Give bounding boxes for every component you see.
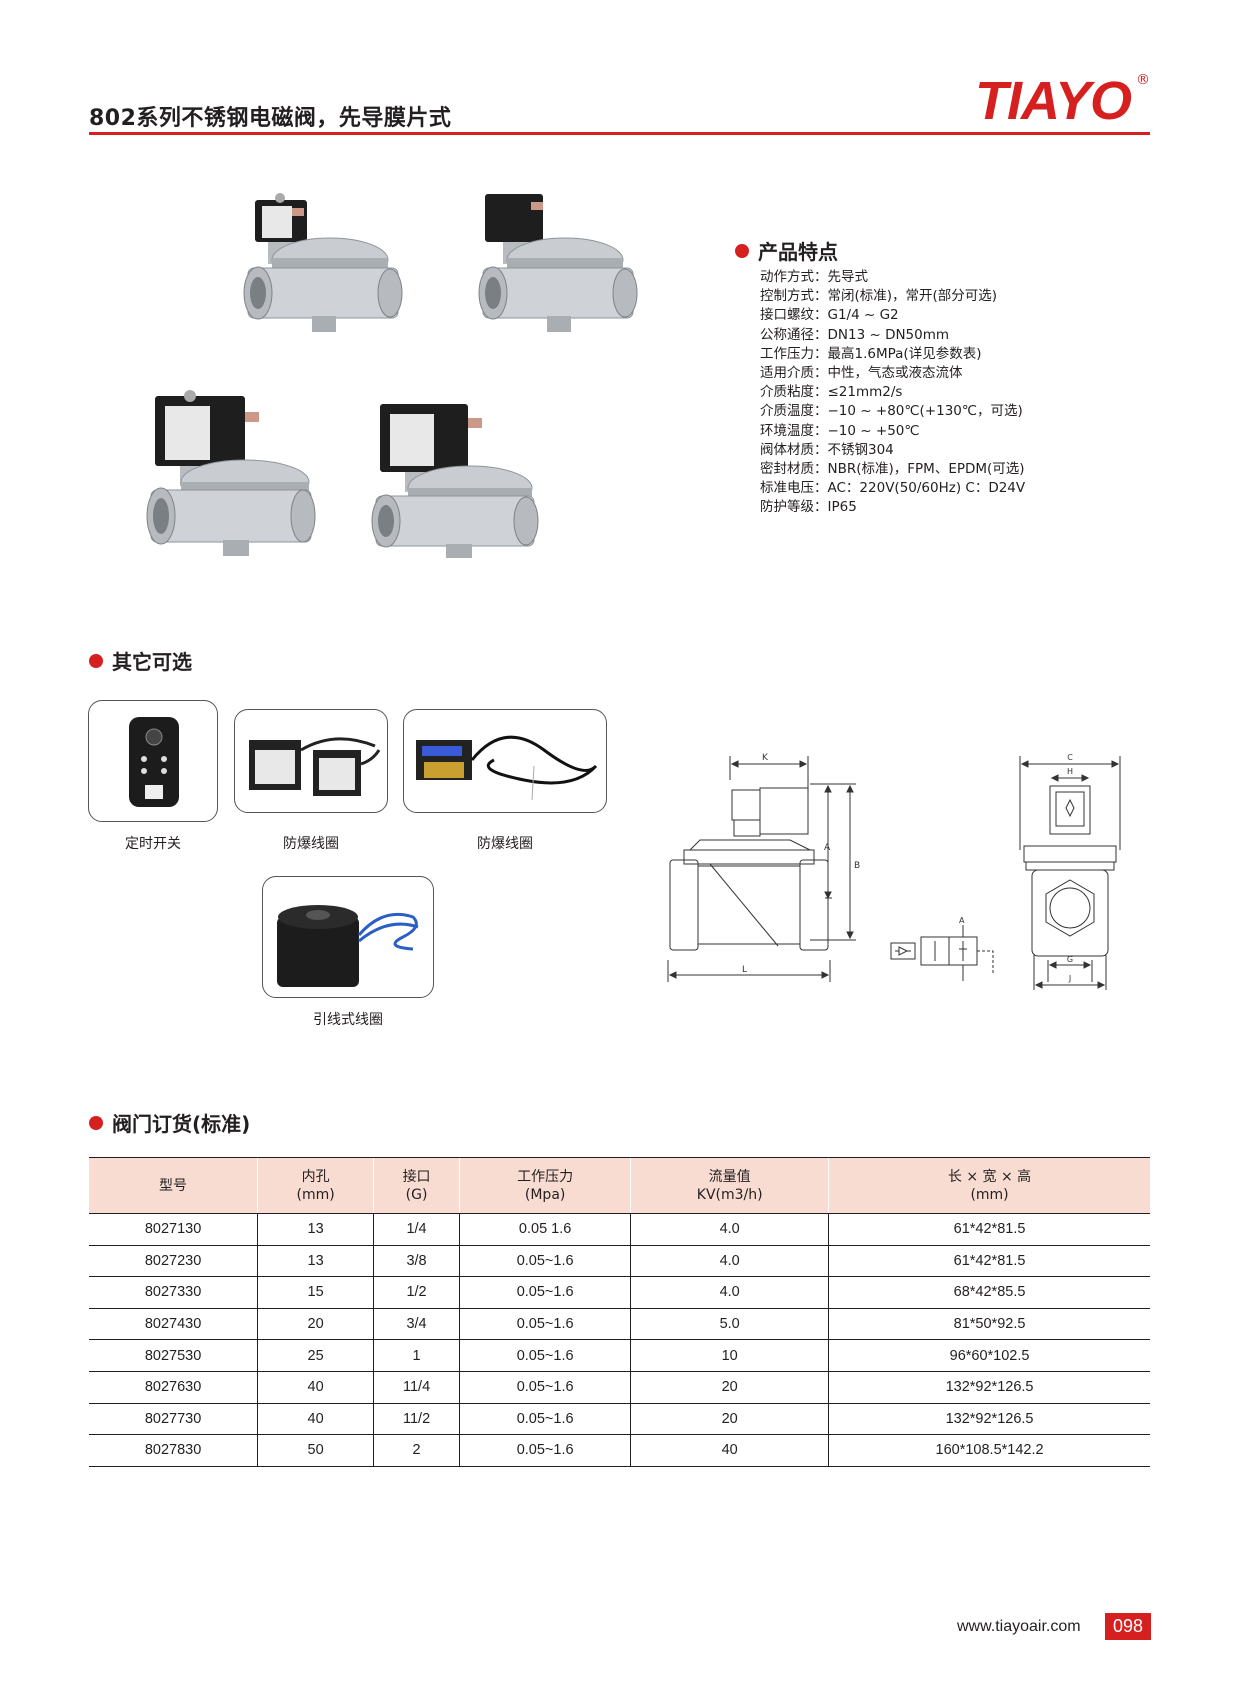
- valve-photo-2: [478, 194, 638, 332]
- page-title: 802系列不锈钢电磁阀，先导膜片式: [89, 106, 452, 131]
- feature-item: 阀体材质：不锈钢304: [760, 441, 894, 458]
- valve-photo-1: [243, 193, 403, 332]
- feature-item: 动作方式：先导式: [760, 269, 868, 285]
- feature-item: 防护等级：IP65: [760, 499, 857, 516]
- dim-label-k: K: [762, 753, 769, 763]
- lead-wire-coil-icon: [277, 905, 419, 987]
- option-timer-switch: [88, 700, 218, 822]
- explosion-proof-coil-icon: [249, 737, 381, 796]
- feature-item: 控制方式：常闭(标准)，常开(部分可选): [760, 288, 998, 305]
- feature-item: 接口螺纹：G1/4 ~ G2: [760, 307, 899, 324]
- option-label: 引线式线圈: [313, 1012, 383, 1028]
- dim-label-h: H: [1067, 767, 1073, 776]
- footer-website-link[interactable]: www.tiayoair.com: [957, 1618, 1081, 1635]
- dim-label-a: A: [824, 843, 831, 853]
- option-label: 定时开关: [125, 836, 181, 852]
- page-number-badge: 098: [1105, 1613, 1151, 1640]
- dimension-diagram-side: K A B L: [667, 753, 860, 982]
- bullet-dot-icon: [735, 243, 749, 258]
- valve-photo-4: [371, 404, 539, 558]
- timer-switch-icon: [129, 717, 179, 807]
- col-header: 工作压力(Mpa): [458, 1157, 631, 1214]
- explosion-proof-coil-icon: [416, 735, 598, 801]
- feature-item: 标准电压：AC：220V(50/60Hz) C：D24V: [760, 480, 1026, 497]
- col-header: 长 × 宽 × 高(mm): [828, 1157, 1150, 1214]
- valve-symbol-diagram: A: [890, 916, 994, 981]
- dim-label-c: C: [1067, 753, 1073, 762]
- feature-item: 环境温度：−10 ~ +50℃: [760, 422, 920, 439]
- option-lead-wire-coil: [262, 876, 434, 998]
- registered-mark: ®: [1136, 72, 1150, 88]
- feature-item: 密封材质：NBR(标准)，FPM、EPDM(可选): [760, 461, 1025, 478]
- symbol-label-a: A: [959, 916, 965, 925]
- col-header: 内孔(mm): [257, 1157, 374, 1214]
- options-heading: 其它可选: [89, 646, 192, 675]
- col-header: 接口(G): [373, 1157, 460, 1214]
- dim-label-j: J: [1068, 974, 1071, 983]
- col-header: 型号: [89, 1157, 258, 1214]
- bullet-dot-icon: [89, 653, 103, 668]
- feature-item: 工作压力：最高1.6MPa(详见参数表): [760, 345, 982, 362]
- dimension-diagram-front: C H G J: [1019, 753, 1121, 990]
- dim-label-g: G: [1067, 955, 1073, 964]
- option-label: 防爆线圈: [477, 836, 533, 852]
- bullet-dot-icon: [89, 1115, 103, 1130]
- dim-label-l: L: [742, 965, 747, 975]
- dim-label-b: B: [854, 861, 860, 871]
- brand-logo: TIAYO: [975, 71, 1132, 131]
- option-explosion-proof-coil-2: [403, 709, 607, 813]
- feature-item: 介质粘度：≤21mm2/s: [760, 384, 903, 401]
- features-list: 动作方式：先导式 控制方式：常闭(标准)，常开(部分可选) 接口螺纹：G1/4 …: [760, 268, 1025, 518]
- feature-item: 介质温度：−10 ~ +80℃(+130℃，可选): [760, 403, 1023, 420]
- features-heading: 产品特点: [735, 236, 838, 265]
- feature-item: 适用介质：中性，气态或液态流体: [760, 365, 963, 382]
- option-label: 防爆线圈: [283, 836, 339, 852]
- ordering-heading: 阀门订货(标准): [89, 1108, 250, 1137]
- valve-photo-3: [146, 390, 316, 556]
- feature-item: 公称通径：DN13 ~ DN50mm: [760, 326, 950, 343]
- option-explosion-proof-coil-1: [234, 709, 388, 813]
- header-rule: [89, 132, 1150, 135]
